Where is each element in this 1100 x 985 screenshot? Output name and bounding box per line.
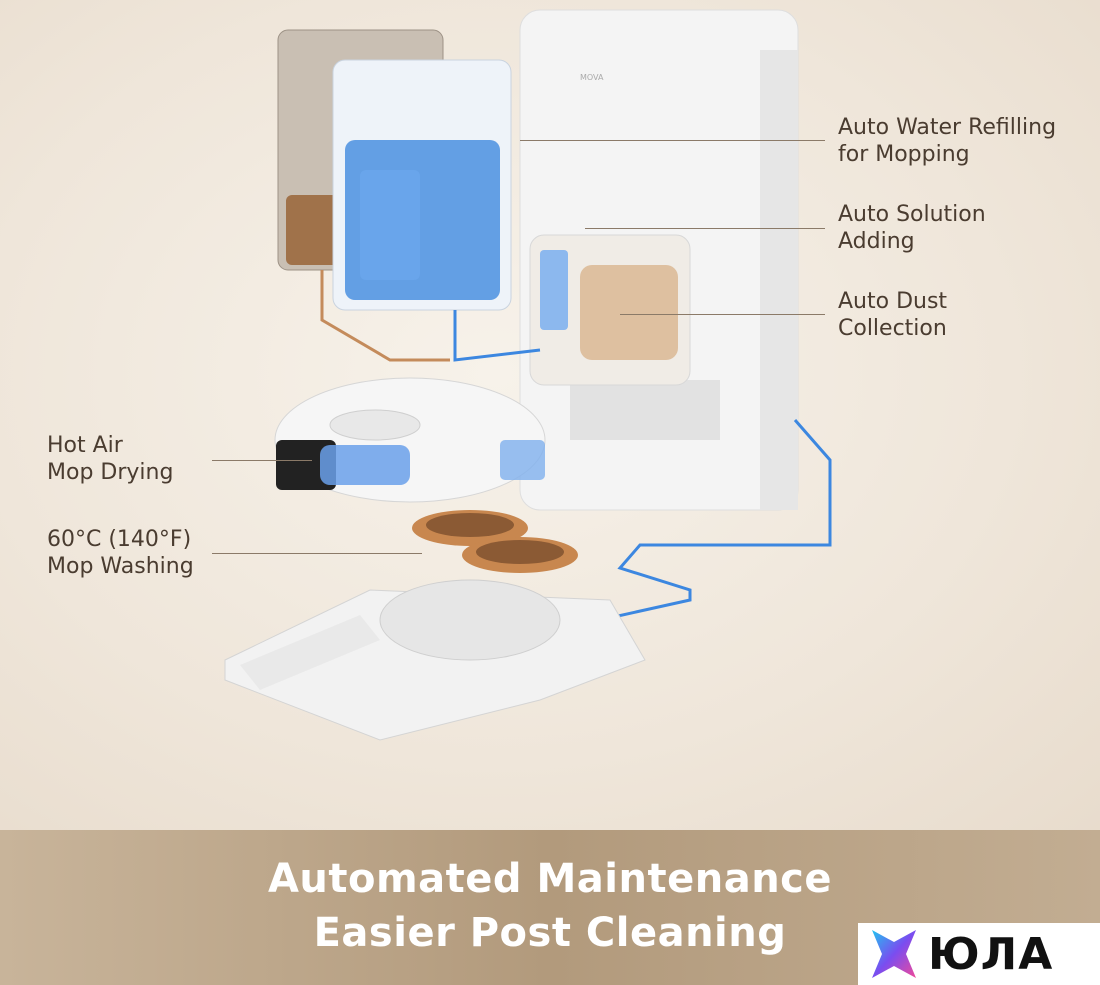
callout-hot-air-line2: Mop Drying (47, 460, 174, 485)
callout-washing-line1: 60°C (140°F) (47, 527, 192, 552)
robot-station-illustration: MOVA (224, 9, 832, 741)
callout-washing-line2: Mop Washing (47, 554, 194, 579)
mop-pads (412, 510, 578, 573)
callout-solution-adding: Auto Solution Adding (838, 201, 986, 255)
callout-hot-air-line1: Hot Air (47, 433, 123, 458)
callout-dust-line1: Auto Dust (838, 289, 948, 314)
clean-water-tank (332, 59, 512, 311)
headline-line2: Easier Post Cleaning (313, 910, 787, 956)
washing-leader-line (212, 553, 422, 554)
star-logo-icon (872, 930, 916, 978)
callout-dust-line2: Collection (838, 316, 947, 341)
yula-logo: ЮЛА (858, 923, 1100, 985)
callout-solution-line1: Auto Solution (838, 202, 986, 227)
callout-water-refilling: Auto Water Refilling for Mopping (838, 114, 1056, 168)
logo-wordmark: ЮЛА (928, 929, 1054, 980)
callout-mop-washing: 60°C (140°F) Mop Washing (47, 526, 194, 580)
drain-pipe (599, 419, 832, 622)
headline-line1: Automated Maintenance (267, 856, 833, 902)
water-leader-line (520, 140, 825, 141)
callout-water-line1: Auto Water Refilling (838, 115, 1057, 140)
wash-tray (224, 579, 646, 741)
robot-vacuum (274, 377, 546, 503)
callout-solution-line2: Adding (838, 229, 915, 254)
svg-text:MOVA: MOVA (580, 73, 604, 82)
solution-leader-line (585, 228, 825, 229)
clean-pipe (453, 310, 541, 362)
callout-water-line2: for Mopping (838, 142, 970, 167)
callout-dust-collection: Auto Dust Collection (838, 288, 947, 342)
solution-dust-compartment (529, 234, 691, 386)
dirty-pipe (320, 270, 450, 362)
callout-hot-air-drying: Hot Air Mop Drying (47, 432, 173, 486)
dust-leader-line (620, 314, 825, 315)
hot-air-leader-line (212, 460, 312, 461)
